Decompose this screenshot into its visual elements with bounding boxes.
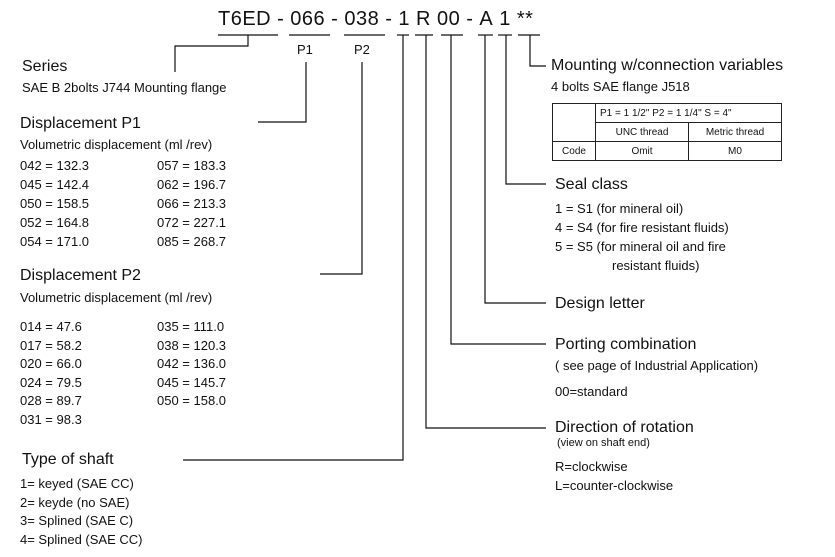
seal-title: Seal class — [555, 176, 628, 193]
list-item: 4 = S4 (for fire resistant fluids) — [555, 220, 729, 235]
p2-marker: P2 — [354, 42, 370, 57]
line-mounting — [529, 35, 546, 67]
list-item: 1 = S1 (for mineral oil) — [555, 201, 684, 216]
list-item: 072 = 227.1 — [157, 215, 227, 230]
line-rotation — [425, 35, 546, 429]
line-seal — [505, 35, 546, 185]
list-item: L=counter-clockwise — [555, 478, 674, 493]
disp-p1-col1: 042 = 132.3 045 = 142.4 050 = 158.5 052 … — [20, 156, 89, 251]
list-item: 031 = 98.3 — [20, 411, 82, 427]
list-item: 4= Splined (SAE CC) — [20, 531, 143, 547]
code-shaft: 1 — [398, 8, 411, 30]
list-item: 050 = 158.5 — [20, 196, 90, 211]
list-item: 035 = 111.0 — [157, 319, 225, 334]
list-item: 062 = 196.7 — [157, 177, 227, 192]
mounting-title: Mounting w/connection variables — [551, 57, 784, 74]
list-item: 1= keyed (SAE CC) — [20, 476, 134, 491]
list-item: 050 = 158.0 — [157, 393, 227, 408]
line-porting — [450, 35, 546, 345]
line-series — [174, 35, 249, 72]
list-item: 054 = 171.0 — [20, 234, 90, 249]
table-corner-lower — [552, 122, 596, 142]
rotation-title: Direction of rotation — [555, 419, 694, 436]
col-metric: Metric thread — [688, 122, 782, 142]
list-item: 066 = 213.3 — [157, 196, 227, 211]
list-item: 045 = 145.7 — [157, 374, 227, 390]
list-item: 017 = 58.2 — [20, 337, 82, 353]
code-dash: - — [466, 8, 474, 30]
list-item: 3= Splined (SAE C) — [20, 513, 134, 528]
disp-p2-col2: 035 = 111.0 038 = 120.3 042 = 136.0 045 … — [157, 318, 226, 411]
list-item: 052 = 164.8 — [20, 215, 90, 230]
design-title: Design letter — [555, 295, 645, 312]
porting-subtitle: ( see page of Industrial Application) — [555, 358, 759, 373]
disp-p1-col2: 057 = 183.3 062 = 196.7 066 = 213.3 072 … — [157, 156, 226, 251]
line-p1 — [258, 62, 307, 123]
list-item: 042 = 136.0 — [157, 356, 227, 371]
code-dash: - — [331, 8, 339, 30]
line-shaft — [183, 35, 404, 461]
code-p2: 038 — [344, 8, 380, 30]
mounting-table: P1 = 1 1/2" P2 = 1 1/4" S = 4" UNC threa… — [552, 103, 782, 161]
code-seal: 1 — [499, 8, 511, 30]
disp-p2-col1: 014 = 47.6 017 = 58.2 020 = 66.0 024 = 7… — [20, 318, 82, 429]
line-p2 — [320, 62, 363, 275]
code-p1: 066 — [290, 8, 326, 30]
table-corner — [552, 103, 596, 123]
line-design — [484, 35, 546, 304]
val-metric: M0 — [688, 141, 782, 161]
list-item: R=clockwise — [555, 459, 628, 474]
col-unc: UNC thread — [595, 122, 689, 142]
list-item: 5 = S5 (for mineral oil and fire — [555, 239, 726, 254]
code-mounting: ** — [516, 8, 534, 30]
disp-p2-title: Displacement P2 — [20, 267, 141, 284]
list-item: 038 = 120.3 — [157, 337, 227, 353]
table-header: P1 = 1 1/2" P2 = 1 1/4" S = 4" — [595, 103, 782, 123]
series-title: Series — [22, 58, 68, 75]
code-series: T6ED — [218, 8, 272, 30]
code-porting: 00 — [436, 8, 461, 30]
disp-p2-subtitle: Volumetric displacement (ml /rev) — [20, 290, 213, 305]
p1-marker: P1 — [297, 42, 313, 57]
code-rotation: R — [416, 8, 431, 30]
list-item: 057 = 183.3 — [157, 158, 227, 173]
val-unc: Omit — [595, 141, 689, 161]
seal-list: 1 = S1 (for mineral oil) 4 = S4 (for fir… — [555, 199, 729, 275]
porting-title: Porting combination — [555, 336, 697, 353]
disp-p1-subtitle: Volumetric displacement (ml /rev) — [20, 137, 213, 152]
list-item: 014 = 47.6 — [20, 319, 82, 334]
shaft-list: 1= keyed (SAE CC) 2= keyde (no SAE) 3= S… — [20, 475, 142, 549]
shaft-title: Type of shaft — [22, 451, 114, 468]
series-desc: SAE B 2bolts J744 Mounting flange — [22, 80, 227, 95]
list-item: 028 = 89.7 — [20, 393, 82, 408]
list-item: 024 = 79.5 — [20, 374, 82, 390]
mounting-subtitle: 4 bolts SAE flange J518 — [551, 79, 690, 94]
porting-note: 00=standard — [555, 384, 628, 399]
code-dash: - — [385, 8, 393, 30]
rotation-subtitle: (view on shaft end) — [557, 437, 650, 449]
code-dash: - — [277, 8, 285, 30]
row-label: Code — [552, 141, 596, 161]
rotation-list: R=clockwise L=counter-clockwise — [555, 457, 673, 495]
list-item: 2= keyde (no SAE) — [20, 494, 130, 510]
list-item-continuation: resistant fluids) — [612, 258, 700, 273]
list-item: 085 = 268.7 — [157, 234, 227, 249]
code-design: A — [479, 8, 494, 30]
list-item: 042 = 132.3 — [20, 158, 90, 173]
disp-p1-title: Displacement P1 — [20, 115, 141, 132]
list-item: 020 = 66.0 — [20, 356, 82, 371]
list-item: 045 = 142.4 — [20, 177, 90, 192]
